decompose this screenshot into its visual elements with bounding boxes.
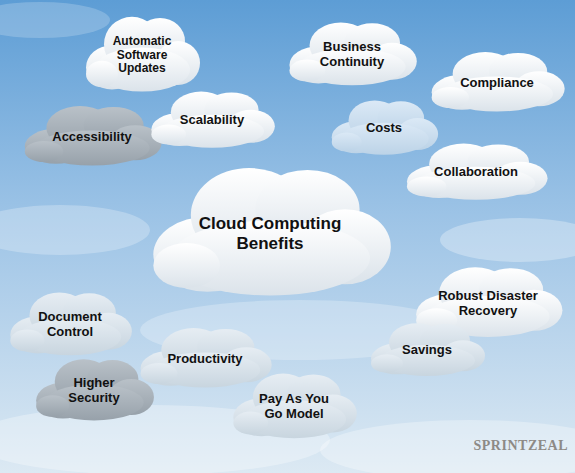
cloud-text-wrap: Higher Security <box>54 376 134 406</box>
cloud-node: Business Continuity <box>285 15 419 89</box>
cloud-node: Compliance <box>427 45 567 115</box>
cloud-label: Costs <box>354 121 414 136</box>
cloud-label: Document Control <box>28 310 112 340</box>
cloud-text-wrap: Cloud Computing Benefits <box>180 214 360 253</box>
watermark: SPRINTZEAL <box>474 438 568 454</box>
cloud-node: Collaboration <box>402 137 550 203</box>
cloud-label: Pay As You Go Model <box>251 392 337 422</box>
cloud-label: Higher Security <box>54 376 134 406</box>
cloud-text-wrap: Document Control <box>28 310 112 340</box>
cloud-node: Scalability <box>147 85 277 151</box>
cloud-text-wrap: Scalability <box>169 113 255 128</box>
cloud-text-wrap: Collaboration <box>424 165 528 180</box>
cloud-text-wrap: Compliance <box>449 76 545 91</box>
cloud-node: Cloud Computing Benefits <box>145 153 395 303</box>
cloud-text-wrap: Robust Disaster Recovery <box>433 289 543 319</box>
cloud-label: Productivity <box>158 352 252 367</box>
cloud-node: Higher Security <box>32 352 156 424</box>
cloud-label: Compliance <box>449 76 545 91</box>
cloud-label: Cloud Computing Benefits <box>180 214 360 253</box>
cloud-text-wrap: Business Continuity <box>307 40 397 70</box>
cloud-label: Scalability <box>169 113 255 128</box>
cloud-label: Robust Disaster Recovery <box>433 289 543 319</box>
cloud-text-wrap: Savings <box>392 343 462 358</box>
cloud-label: Automatic Software Updates <box>104 35 180 76</box>
cloud-node: Productivity <box>136 321 274 391</box>
cloud-node: Costs <box>328 94 440 158</box>
cloud-label: Collaboration <box>424 165 528 180</box>
cloud-label: Savings <box>392 343 462 358</box>
cloud-label: Accessibility <box>42 130 142 145</box>
cloud-node: Document Control <box>6 285 134 359</box>
cloud-text-wrap: Costs <box>354 121 414 136</box>
cloud-text-wrap: Pay As You Go Model <box>251 392 337 422</box>
cloud-label: Business Continuity <box>307 40 397 70</box>
cloud-text-wrap: Productivity <box>158 352 252 367</box>
cloud-node: Savings <box>367 317 487 379</box>
cloud-node: Pay As You Go Model <box>229 366 359 442</box>
cloud-node: Automatic Software Updates <box>82 8 202 96</box>
cloud-node: Accessibility <box>20 99 164 169</box>
cloud-text-wrap: Accessibility <box>42 130 142 145</box>
cloud-text-wrap: Automatic Software Updates <box>104 35 180 76</box>
